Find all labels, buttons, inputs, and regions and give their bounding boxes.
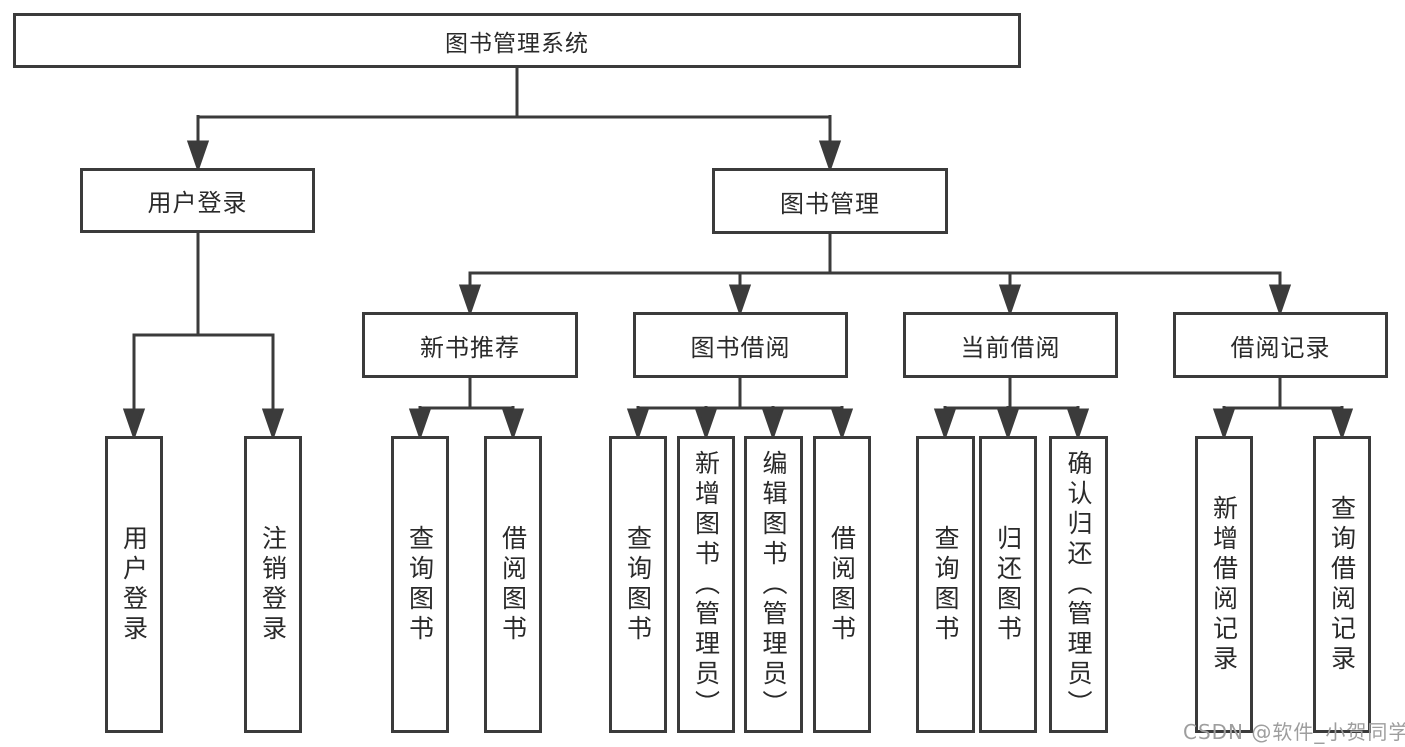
arrowhead-new-book-recommend [458, 284, 482, 317]
leaf-query-borrow-record: 查询借阅记录 [1313, 436, 1371, 733]
arrowhead-book-borrow [728, 284, 752, 317]
arrowhead-leaf-user-login [122, 408, 146, 441]
connector-root-to-level2 [186, 66, 842, 173]
node-book-borrow: 图书借阅 [633, 312, 848, 378]
connector-book-borrow-children [626, 377, 854, 441]
leaf-return-book: 归还图书 [979, 436, 1037, 733]
node-book-management: 图书管理 [712, 168, 948, 234]
leaf-user-login: 用户登录 [105, 436, 163, 733]
connector-new-book-recommend-children [408, 377, 525, 441]
node-root: 图书管理系统 [13, 13, 1021, 68]
arrowhead-user-login [186, 140, 210, 173]
connector-current-borrow-children [933, 377, 1090, 441]
leaf-query-books-3: 查询图书 [916, 436, 975, 733]
arrowhead-book-management [818, 140, 842, 173]
connector-book-management-children [458, 234, 1292, 317]
watermark: CSDN @软件_小贺同学 [1183, 720, 1405, 744]
leaf-add-book-admin: 新增图书（管理员） [677, 436, 735, 733]
leaf-confirm-return-admin: 确认归还（管理员） [1049, 436, 1108, 733]
arrowhead-borrow-records [1268, 284, 1292, 317]
leaf-query-books-2: 查询图书 [609, 436, 667, 733]
leaf-borrow-books-2: 借阅图书 [813, 436, 871, 733]
leaf-query-books-1: 查询图书 [391, 436, 449, 733]
leaf-edit-book-admin: 编辑图书（管理员） [744, 436, 803, 733]
node-borrow-records: 借阅记录 [1173, 312, 1388, 378]
arrowhead-leaf-logout [261, 408, 285, 441]
node-current-borrow: 当前借阅 [903, 312, 1118, 378]
node-user-login: 用户登录 [80, 168, 315, 233]
node-new-book-recommend: 新书推荐 [362, 312, 578, 378]
connector-user-login-children [122, 233, 285, 441]
connector-borrow-records-children [1212, 377, 1354, 441]
leaf-logout: 注销登录 [244, 436, 302, 733]
leaf-borrow-books-1: 借阅图书 [484, 436, 542, 733]
arrowhead-current-borrow [998, 284, 1022, 317]
leaf-add-borrow-record: 新增借阅记录 [1195, 436, 1253, 733]
